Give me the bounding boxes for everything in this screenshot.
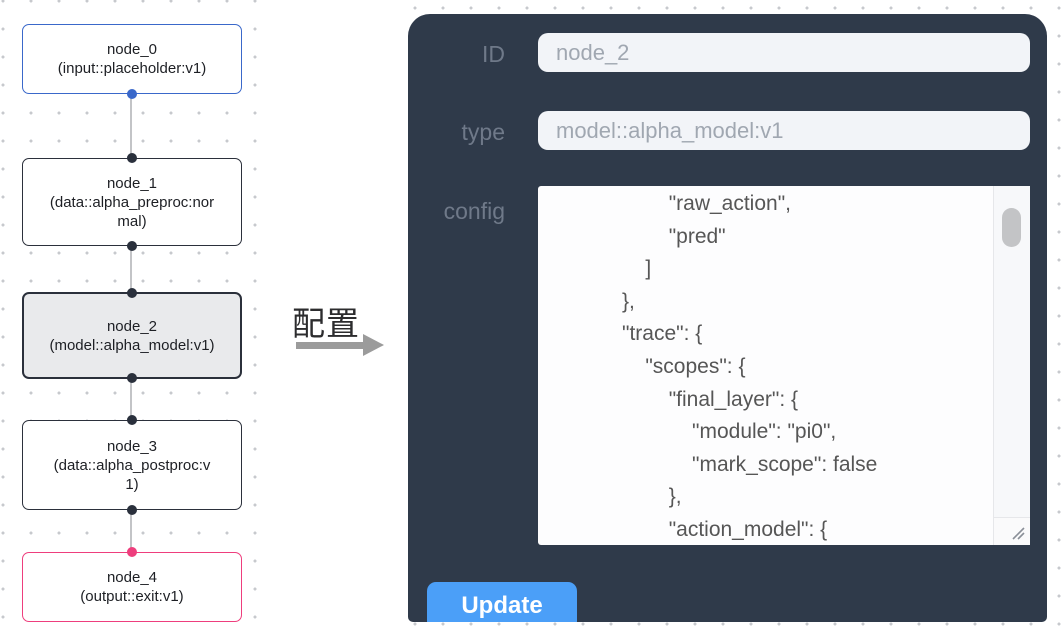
config-field-label: config	[443, 198, 505, 224]
output-port[interactable]	[127, 89, 137, 99]
output-port[interactable]	[127, 505, 137, 515]
edge-node2-node3	[130, 379, 132, 420]
type-field-label: type	[461, 119, 505, 145]
id-field-label: ID	[482, 41, 505, 67]
edge-node0-node1	[130, 94, 132, 158]
pipeline-canvas: node_0 (input::placeholder:v1) node_1 (d…	[0, 0, 263, 643]
node-config-panel: ID type config "raw_action", "pred" ] },…	[408, 14, 1047, 622]
edge-node3-node4	[130, 510, 132, 552]
node-title: node_2	[106, 317, 158, 335]
input-port[interactable]	[127, 288, 137, 298]
node-node_3[interactable]: node_3 (data::alpha_postproc:v1)	[22, 415, 242, 515]
node-subtitle: (output::exit:v1)	[80, 588, 184, 605]
transition-label: 配置	[292, 305, 360, 342]
node-node_0[interactable]: node_0 (input::placeholder:v1)	[22, 24, 242, 99]
node-node_2-selected[interactable]: node_2 (model::alpha_model:v1)	[22, 288, 242, 383]
output-port[interactable]	[127, 373, 137, 383]
update-button[interactable]: Update	[427, 582, 577, 622]
node-node_4[interactable]: node_4 (output::exit:v1)	[22, 547, 242, 622]
node-subtitle: (data::alpha_preproc:normal)	[49, 193, 215, 230]
edge-node1-node2	[130, 246, 132, 292]
panel-backdrop: ID type config "raw_action", "pred" ] },…	[393, 0, 1062, 630]
scrollbar-thumb[interactable]	[1002, 208, 1021, 247]
arrow-right-icon	[363, 334, 384, 356]
node-node_1[interactable]: node_1 (data::alpha_preproc:normal)	[22, 153, 242, 251]
config-json-text[interactable]: "raw_action", "pred" ] }, "trace": { "sc…	[622, 192, 878, 541]
node-title: node_4	[106, 569, 158, 586]
scrollbar[interactable]	[993, 186, 1030, 545]
node-subtitle: (model::alpha_model:v1)	[49, 336, 215, 354]
node-title: node_0	[106, 41, 158, 58]
output-port[interactable]	[127, 241, 137, 251]
input-port[interactable]	[127, 153, 137, 163]
resize-handle-icon[interactable]	[993, 517, 1030, 545]
input-port[interactable]	[127, 415, 137, 425]
arrow-right-icon	[296, 342, 363, 349]
config-editor[interactable]: "raw_action", "pred" ] }, "trace": { "sc…	[538, 186, 1030, 545]
node-title: node_3	[106, 437, 158, 455]
id-input[interactable]	[538, 33, 1030, 72]
input-port[interactable]	[127, 547, 137, 557]
node-subtitle: (data::alpha_postproc:v1)	[53, 456, 211, 493]
type-input[interactable]	[538, 111, 1030, 150]
node-subtitle: (input::placeholder:v1)	[57, 60, 207, 77]
node-title: node_1	[106, 174, 158, 192]
